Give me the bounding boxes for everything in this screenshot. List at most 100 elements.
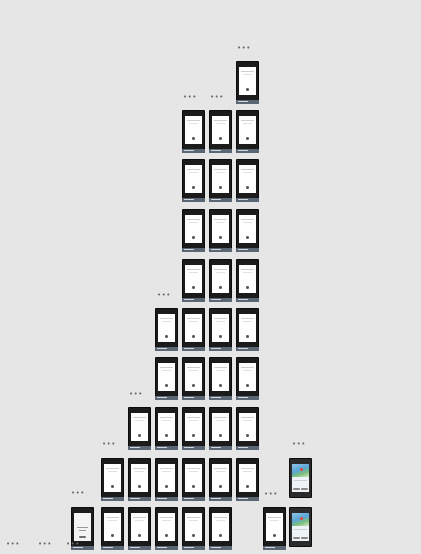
screen-thumbnail[interactable] — [155, 308, 178, 348]
screen-thumbnail[interactable] — [128, 407, 151, 447]
screen-thumbnail[interactable] — [128, 507, 151, 547]
screen-preview — [239, 215, 256, 243]
text-line — [214, 269, 227, 270]
screen-thumbnail[interactable] — [182, 507, 205, 547]
more-dots-icon[interactable]: ••• — [102, 441, 116, 447]
screen-caption-bar — [155, 396, 178, 400]
screen-thumbnail[interactable] — [236, 407, 259, 447]
circle-icon — [219, 534, 222, 537]
screen-caption-bar — [236, 497, 259, 501]
caption-text — [211, 498, 221, 499]
screen-thumbnail[interactable] — [182, 259, 205, 299]
caption-text — [157, 498, 167, 499]
screen-thumbnail[interactable] — [209, 259, 232, 299]
screen-thumbnail[interactable] — [209, 209, 232, 249]
more-dots-icon[interactable]: ••• — [157, 292, 171, 298]
screen-thumbnail[interactable] — [155, 458, 178, 498]
screen-preview — [104, 513, 121, 541]
caption-text — [184, 447, 194, 448]
text-line — [187, 517, 200, 518]
circle-icon — [165, 335, 168, 338]
more-dots-icon[interactable]: ••• — [210, 94, 224, 100]
circle-icon — [192, 286, 195, 289]
screen-thumbnail[interactable] — [155, 357, 178, 397]
caption-text — [211, 150, 221, 151]
circle-icon — [246, 88, 249, 91]
more-dots-icon[interactable]: ••• — [38, 541, 52, 547]
screen-thumbnail[interactable] — [209, 458, 232, 498]
screen-thumbnail-map[interactable] — [289, 458, 312, 498]
screen-caption-bar — [155, 446, 178, 450]
start-button — [79, 536, 86, 538]
screen-thumbnail[interactable] — [155, 507, 178, 547]
screen-thumbnail[interactable] — [101, 458, 124, 498]
screen-thumbnail[interactable] — [209, 308, 232, 348]
text-line — [294, 529, 307, 530]
screen-thumbnail[interactable] — [182, 407, 205, 447]
screen-thumbnail[interactable] — [182, 357, 205, 397]
circle-icon — [192, 534, 195, 537]
screen-preview — [212, 513, 229, 541]
caption-text — [157, 348, 167, 349]
circle-icon — [165, 434, 168, 437]
screen-thumbnail[interactable] — [155, 407, 178, 447]
screen-thumbnail-map[interactable] — [289, 507, 312, 547]
screen-thumbnail[interactable] — [101, 507, 124, 547]
more-dots-icon[interactable]: ••• — [264, 491, 278, 497]
screen-thumbnail[interactable] — [209, 407, 232, 447]
text-line — [108, 520, 117, 521]
screen-thumbnail[interactable] — [236, 259, 259, 299]
more-dots-icon[interactable]: ••• — [183, 94, 197, 100]
screen-caption-bar — [209, 298, 232, 302]
more-dots-icon[interactable]: ••• — [71, 490, 85, 496]
text-line — [187, 417, 200, 418]
screen-caption-bar — [155, 347, 178, 351]
screen-thumbnail[interactable] — [182, 159, 205, 199]
more-dots-icon[interactable]: ••• — [6, 541, 20, 547]
screen-caption-bar — [209, 149, 232, 153]
text-line — [214, 367, 227, 368]
screen-thumbnail[interactable] — [209, 110, 232, 150]
screen-thumbnail[interactable] — [209, 357, 232, 397]
screen-preview — [239, 464, 256, 492]
screen-thumbnail[interactable] — [209, 159, 232, 199]
screen-thumbnail[interactable] — [263, 507, 286, 547]
screen-thumbnail[interactable] — [236, 209, 259, 249]
screen-thumbnail[interactable] — [182, 458, 205, 498]
screen-caption-bar — [209, 248, 232, 252]
text-line — [160, 318, 173, 319]
text-line — [187, 367, 200, 368]
caption-text — [238, 447, 248, 448]
caption-text — [130, 498, 140, 499]
screen-thumbnail[interactable] — [236, 159, 259, 199]
screen-thumbnail[interactable] — [236, 110, 259, 150]
more-dots-icon[interactable]: ••• — [237, 45, 251, 51]
screen-thumbnail[interactable] — [182, 308, 205, 348]
circle-icon — [246, 286, 249, 289]
screen-thumbnail[interactable] — [182, 110, 205, 150]
text-line — [241, 71, 254, 72]
screen-thumbnail[interactable] — [236, 308, 259, 348]
text-line — [133, 417, 146, 418]
caption-text — [103, 498, 113, 499]
screen-caption-bar — [182, 347, 205, 351]
caption-text — [238, 498, 248, 499]
screen-thumbnail[interactable] — [128, 458, 151, 498]
more-dots-icon[interactable]: ••• — [66, 541, 80, 547]
more-dots-icon[interactable]: ••• — [129, 391, 143, 397]
text-line — [214, 517, 227, 518]
circle-icon — [111, 534, 114, 537]
screen-thumbnail[interactable] — [182, 209, 205, 249]
text-line — [162, 321, 171, 322]
circle-icon — [138, 534, 141, 537]
text-line — [216, 123, 225, 124]
more-dots-icon[interactable]: ••• — [292, 441, 306, 447]
text-line — [160, 468, 173, 469]
screen-thumbnail[interactable] — [236, 61, 259, 101]
text-line — [162, 370, 171, 371]
screen-thumbnail[interactable] — [236, 458, 259, 498]
text-line — [189, 370, 198, 371]
screen-thumbnail[interactable] — [236, 357, 259, 397]
screen-thumbnail[interactable] — [209, 507, 232, 547]
